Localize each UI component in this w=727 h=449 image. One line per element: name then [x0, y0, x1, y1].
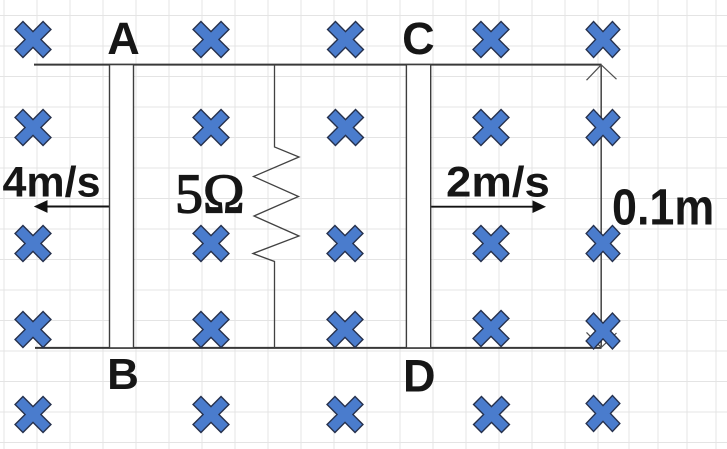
svg-text:A: A: [107, 13, 140, 64]
svg-text:2m/s: 2m/s: [446, 159, 550, 207]
svg-text:0.1m: 0.1m: [612, 180, 714, 236]
svg-text:C: C: [402, 13, 435, 64]
svg-text:5Ω: 5Ω: [175, 164, 245, 226]
svg-text:B: B: [107, 350, 139, 399]
svg-text:4m/s: 4m/s: [3, 158, 101, 206]
svg-text:D: D: [403, 350, 436, 401]
